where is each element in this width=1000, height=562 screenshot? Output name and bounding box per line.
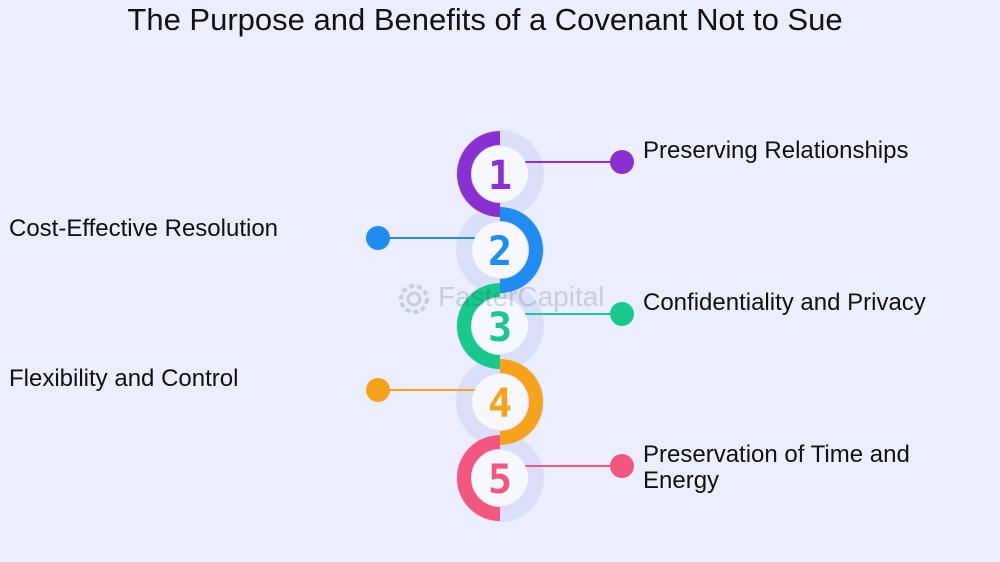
number-discs: 1 2 3 4 5 [472, 146, 528, 506]
step-2-number: 2 [488, 229, 512, 275]
step-5-disc [472, 450, 528, 506]
step-2-disc [472, 222, 528, 278]
step-4-number: 4 [488, 381, 512, 427]
step-1-number: 1 [488, 153, 512, 199]
step-2-dot [366, 226, 390, 250]
step-1-disc [472, 146, 528, 202]
step-3-disc [472, 298, 528, 354]
step-3-ring [457, 283, 501, 369]
step-5-number: 5 [488, 457, 512, 503]
step-1-label: Preserving Relationships [643, 137, 909, 164]
step-2-ring [499, 207, 543, 293]
step-4-label: Flexibility and Control [9, 365, 239, 392]
ring-arcs [457, 131, 543, 521]
page-title: The Purpose and Benefits of a Covenant N… [127, 2, 843, 37]
step-3-dot [610, 302, 634, 326]
step-4-disc [472, 374, 528, 430]
step-2-label: Cost-Effective Resolution [9, 215, 279, 242]
step-5-ring [457, 435, 501, 521]
step-3-label: Confidentiality and Privacy [643, 289, 926, 316]
step-1-dot [610, 150, 634, 174]
step-5-dot [610, 454, 634, 478]
step-4-ring [499, 359, 543, 445]
step-5-label: Preservation of Time and Energy [643, 441, 910, 494]
step-4-dot [366, 378, 390, 402]
step-1-ring [457, 131, 501, 217]
step-3-number: 3 [488, 305, 512, 351]
